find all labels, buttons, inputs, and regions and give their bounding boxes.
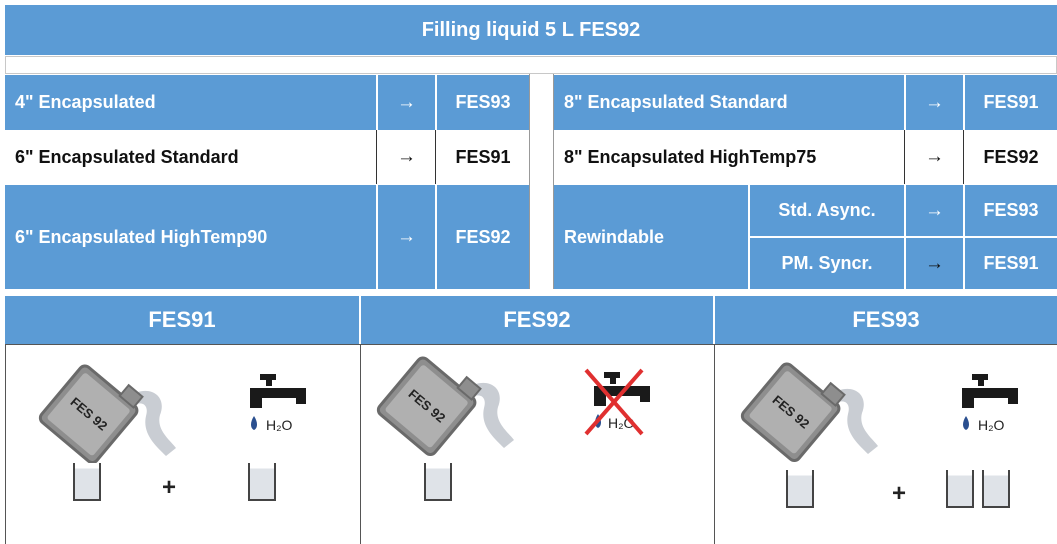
std-async-code: FES93 [983,200,1039,220]
panel-body-fes91 [5,344,361,544]
beaker-icon [248,463,276,501]
beaker-icon [946,470,974,508]
row2-left-code: FES91 [455,146,511,167]
svg-text:H₂O: H₂O [978,417,1005,433]
beaker-icon [982,470,1010,508]
panel-body-fes93 [714,344,1057,544]
empty-row [5,56,1057,74]
row-2-bg [5,130,1057,184]
row2-right-arrow: → [925,146,944,167]
row2-left-arrow: → [397,146,416,167]
pm-syncr-arrow: → [925,252,944,274]
canister-pour-icon: FES 92 [376,356,514,456]
row3-left-arrow: → [397,226,416,247]
row1-right-code: FES91 [983,92,1039,112]
table-title: Filling liquid 5 L FES92 [421,18,641,41]
pm-syncr-code: FES91 [983,253,1039,273]
panel-header-fes92: FES92 [503,307,571,332]
std-async-label: Std. Async. [778,200,876,220]
water-tap-icon: H₂O [962,374,1018,433]
row2-right-code: FES92 [983,146,1039,167]
row2-right-label: 8" Encapsulated HighTemp75 [564,146,817,167]
row1-right-arrow: → [925,91,944,113]
beaker-icon [424,463,452,501]
panel-body-fes92 [360,344,715,544]
plus-sign: + [162,474,177,501]
canister-pour-icon: FES 92 [740,362,878,462]
svg-text:H₂O: H₂O [266,417,293,433]
water-tap-crossed-icon: H₂O [584,368,650,436]
row1-left-code: FES93 [455,92,511,112]
row1-left-arrow: → [397,91,416,113]
water-tap-icon: H₂O [250,374,306,433]
canister-pour-icon: FES 92 [38,364,176,464]
std-async-arrow: → [925,199,944,221]
row1-left-label: 4" Encapsulated [15,92,156,112]
pm-syncr-label: PM. Syncr. [781,253,873,273]
row2-left-label: 6" Encapsulated Standard [15,146,239,167]
panel-header-fes91: FES91 [148,307,216,332]
beaker-icon [73,463,101,501]
row1-right-label: 8" Encapsulated Standard [564,92,788,112]
plus-sign: + [892,480,907,507]
beaker-icon [786,470,814,508]
rewindable-label: Rewindable [564,226,665,247]
panel-headers-bg [5,296,1057,344]
row3-left-label: 6" Encapsulated HighTemp90 [15,226,268,247]
panel-header-fes93: FES93 [852,307,920,332]
row3-left-code: FES92 [455,226,511,247]
